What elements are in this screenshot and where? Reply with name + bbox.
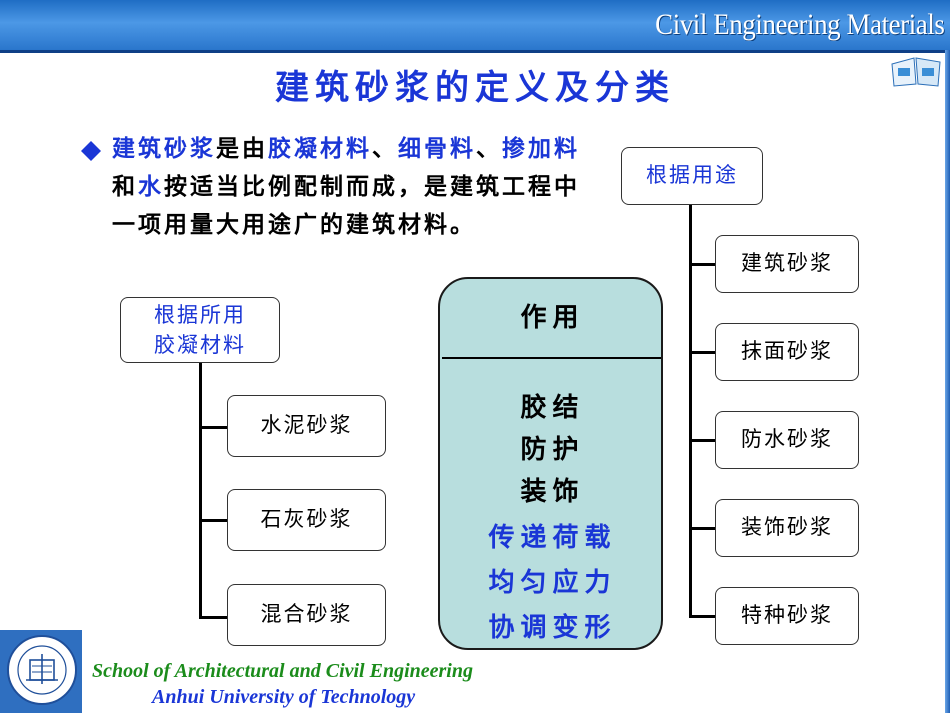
role-decoration: 装饰: [440, 471, 665, 508]
brand-title: Civil Engineering Materials: [655, 0, 944, 50]
right-branch-2: [689, 351, 715, 354]
left-root-box: 根据所用 胶凝材料: [120, 297, 280, 363]
term-fine-aggregate: 细骨料: [398, 135, 476, 162]
term-admixture: 掺加料: [502, 135, 580, 162]
right-item-plastering-mortar: 抹面砂浆: [715, 323, 859, 381]
role-protection: 防护: [440, 429, 665, 466]
university-seal-logo: [6, 634, 78, 706]
left-item-cement-mortar: 水泥砂浆: [227, 395, 386, 457]
left-item-lime-mortar: 石灰砂浆: [227, 489, 386, 551]
term-mortar: 建筑砂浆: [112, 135, 216, 162]
role-load-transfer: 传递荷载: [440, 517, 665, 554]
right-item-decorative-mortar: 装饰砂浆: [715, 499, 859, 557]
footer-university: Anhui University of Technology: [152, 686, 415, 709]
right-item-waterproof-mortar: 防水砂浆: [715, 411, 859, 469]
function-panel: 作用 胶结 防护 装饰 传递荷载 均匀应力 协调变形: [438, 277, 663, 650]
left-root-line2: 胶凝材料: [121, 330, 279, 360]
right-item-special-mortar: 特种砂浆: [715, 587, 859, 645]
footer-school: School of Architectural and Civil Engine…: [92, 660, 473, 683]
function-heading: 作用: [440, 297, 665, 334]
left-branch-2: [199, 519, 227, 522]
definition-text: 建筑砂浆是由胶凝材料、细骨料、掺加料和水按适当比例配制而成，是建筑工程中一项用量…: [112, 130, 582, 244]
right-branch-4: [689, 527, 715, 530]
term-water: 水: [138, 173, 164, 200]
header-band: Civil Engineering Materials: [0, 0, 950, 53]
right-branch-1: [689, 263, 715, 266]
function-divider: [442, 357, 661, 359]
left-branch-1: [199, 426, 227, 429]
right-branch-5: [689, 615, 715, 618]
role-deformation-coordination: 协调变形: [440, 607, 665, 644]
right-item-building-mortar: 建筑砂浆: [715, 235, 859, 293]
right-root-box: 根据用途: [621, 147, 763, 205]
right-band: [945, 50, 950, 713]
left-item-mixed-mortar: 混合砂浆: [227, 584, 386, 646]
term-binder: 胶凝材料: [268, 135, 372, 162]
left-branch-3: [199, 616, 227, 619]
role-stress-distribution: 均匀应力: [440, 562, 665, 599]
left-root-line1: 根据所用: [121, 300, 279, 330]
right-branch-3: [689, 439, 715, 442]
left-trunk: [199, 363, 202, 619]
role-bonding: 胶结: [440, 387, 665, 424]
diamond-bullet-icon: [80, 140, 102, 162]
slide-title: 建筑砂浆的定义及分类: [0, 60, 950, 109]
right-trunk: [689, 205, 692, 618]
